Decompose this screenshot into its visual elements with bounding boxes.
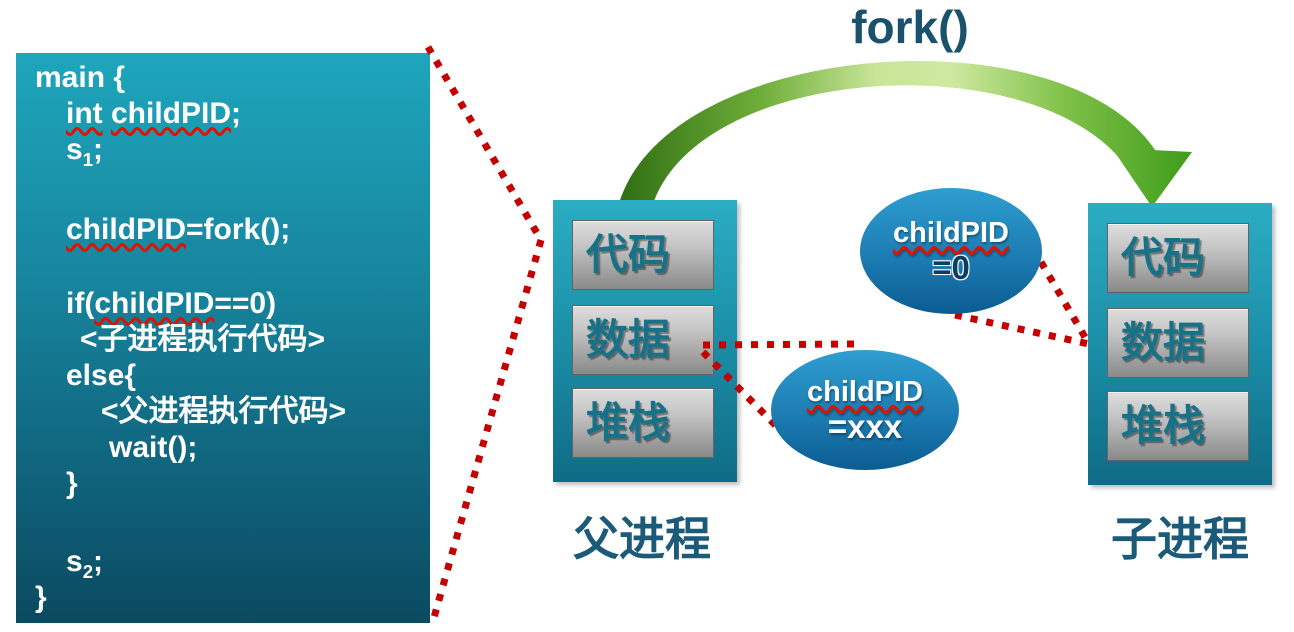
- parent-stack-segment: 堆栈: [572, 388, 714, 458]
- code-token: s: [66, 133, 83, 166]
- code-token: }: [35, 581, 47, 614]
- code-line: childPID=fork();: [16, 212, 430, 248]
- code-token: <子进程执行代码>: [80, 323, 326, 356]
- code-token: <父进程执行代码>: [101, 395, 347, 428]
- code-token: main {: [35, 61, 126, 94]
- child-process-label: 子进程: [1111, 513, 1249, 565]
- code-line: }: [16, 580, 430, 616]
- code-token-misspelled: int: [66, 97, 103, 130]
- childpid-xxx-value: =xxx: [827, 408, 903, 445]
- code-token: if(: [66, 287, 95, 320]
- code-token: 1: [82, 149, 94, 170]
- parent-process-label: 父进程: [573, 513, 711, 565]
- childpid-zero-callout: childPID =0: [860, 188, 1042, 314]
- code-token: ;: [93, 133, 104, 166]
- parent-data-segment: 数据: [572, 305, 714, 375]
- code-line: wait();: [16, 430, 430, 466]
- code-panel: main {int childPID;s1;childPID=fork();if…: [16, 53, 430, 623]
- zero-callout-line-bottom: [954, 311, 1090, 348]
- childpid-zero-var: childPID: [892, 217, 1009, 249]
- zero-callout-line-top: [1037, 260, 1093, 346]
- childpid-zero-value: =0: [932, 249, 970, 286]
- zoom-callout-line-top: [424, 45, 545, 242]
- parent-process-box: 代码 数据 堆栈: [553, 200, 737, 482]
- child-data-segment: 数据: [1107, 308, 1249, 378]
- code-token: ;: [231, 97, 242, 130]
- fork-arrow-ribbon: [618, 61, 1160, 207]
- code-line: else{: [16, 358, 430, 394]
- child-code-segment: 代码: [1107, 223, 1249, 293]
- code-token: ==0): [214, 287, 277, 320]
- childpid-xxx-callout: childPID =xxx: [771, 350, 959, 470]
- child-stack-segment: 堆栈: [1107, 391, 1249, 461]
- parent-code-segment: 代码: [572, 220, 714, 290]
- childpid-xxx-var: childPID: [806, 376, 923, 408]
- code-line: s1;: [16, 132, 430, 170]
- code-line: main {: [16, 60, 430, 96]
- fork-title: fork(): [851, 1, 969, 53]
- code-line: int childPID;: [16, 96, 430, 132]
- code-line: <父进程执行代码>: [16, 394, 430, 430]
- code-token-misspelled: childPID: [94, 287, 215, 320]
- xxx-callout-line-bottom: [700, 349, 797, 447]
- xxx-callout-line-top: [702, 340, 857, 349]
- code-token-misspelled: childPID: [66, 213, 187, 246]
- code-token: =fork();: [186, 213, 291, 246]
- code-line: }: [16, 466, 430, 502]
- code-token: }: [66, 467, 78, 500]
- fork-arrowhead-icon: [1112, 148, 1192, 207]
- code-token: wait();: [109, 431, 198, 464]
- code-token: ;: [93, 545, 104, 578]
- code-line: s2;: [16, 544, 430, 582]
- code-token: 2: [82, 561, 94, 582]
- code-line: if(childPID==0): [16, 286, 430, 322]
- code-token-misspelled: childPID: [111, 97, 232, 130]
- code-listing: main {int childPID;s1;childPID=fork();if…: [16, 53, 430, 616]
- code-token: else{: [66, 359, 137, 392]
- code-token: s: [66, 545, 83, 578]
- code-line: <子进程执行代码>: [16, 322, 430, 358]
- zoom-callout-line-bottom: [429, 239, 545, 622]
- child-process-box: 代码 数据 堆栈: [1088, 203, 1272, 485]
